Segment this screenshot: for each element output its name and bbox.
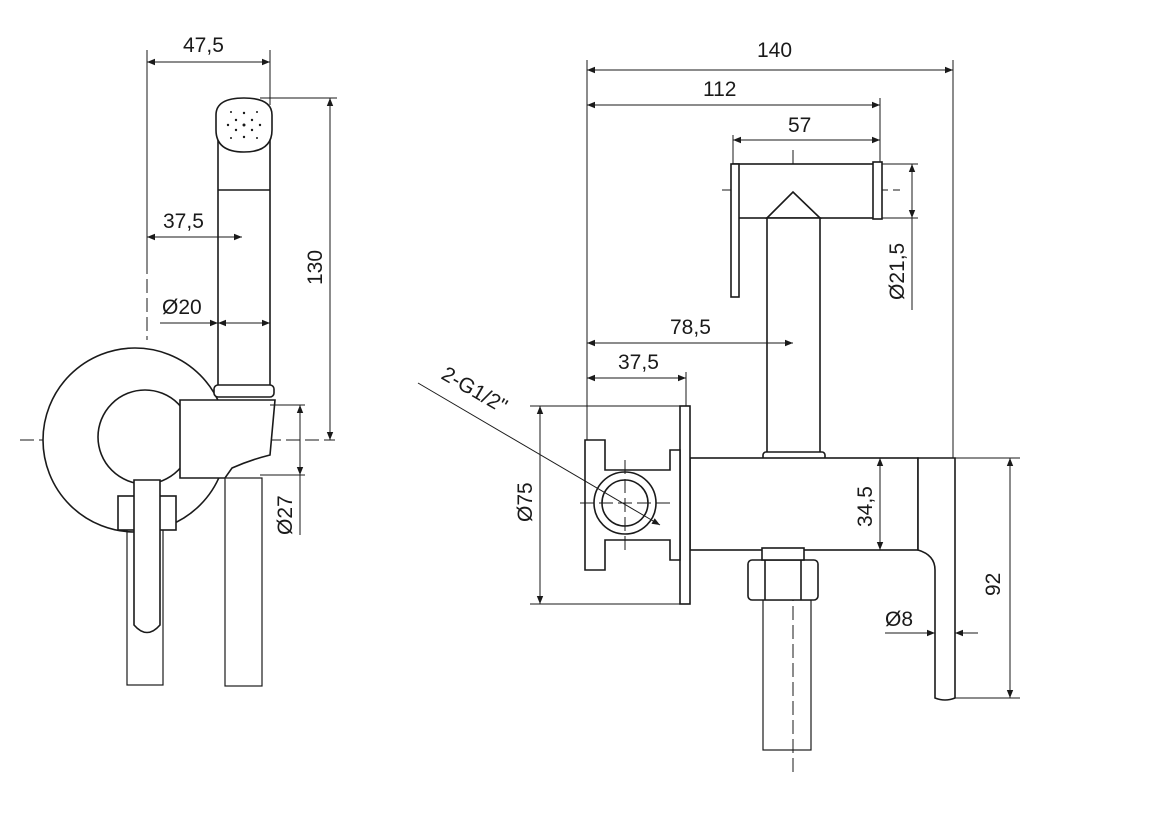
dim-axis-to-stem: 78,5 [670,316,711,339]
side-view: 140 112 57 Ø21,5 78,5 37,5 2-G1/2" Ø75 3… [417,39,1020,775]
handle-collar [213,384,275,398]
dim-depth-overall: 140 [757,39,792,62]
dim-axis-to-plate: 37,5 [618,351,659,374]
shower-handle [217,127,271,389]
hose-nut [747,559,819,601]
dim-head-length: 57 [788,114,811,137]
dim-handle-diameter: Ø20 [162,296,202,319]
dim-head-diameter: Ø21,5 [886,243,909,300]
valve-body [689,457,919,551]
head-cap [872,161,883,220]
valve-lever [917,457,956,701]
label-thread: 2-G1/2" [438,362,512,418]
dim-holder-diameter: Ø27 [274,495,297,535]
thread-leader-line [417,382,661,526]
head-trigger [730,163,740,298]
dim-lever-height: 92 [982,573,1005,596]
wall-plate [679,405,691,605]
valve-lever [133,479,161,634]
outlet-nipple [761,547,805,561]
dim-body-height: 34,5 [854,486,877,527]
dim-depth-to-head: 112 [703,78,736,101]
shower-handle [766,217,821,455]
spray-nozzles [226,111,262,139]
dim-height: 130 [304,250,327,285]
dim-width-overall: 47,5 [183,34,224,57]
front-view: 47,5 37,5 Ø20 130 Ø27 [20,34,337,687]
hose [224,477,263,687]
hose [762,599,812,751]
handle-holder [179,399,276,479]
valve-knob [97,389,193,485]
dim-axis-offset: 37,5 [163,210,204,233]
dim-plate-diameter: Ø75 [514,482,537,522]
dim-lever-thickness: Ø8 [885,608,913,631]
